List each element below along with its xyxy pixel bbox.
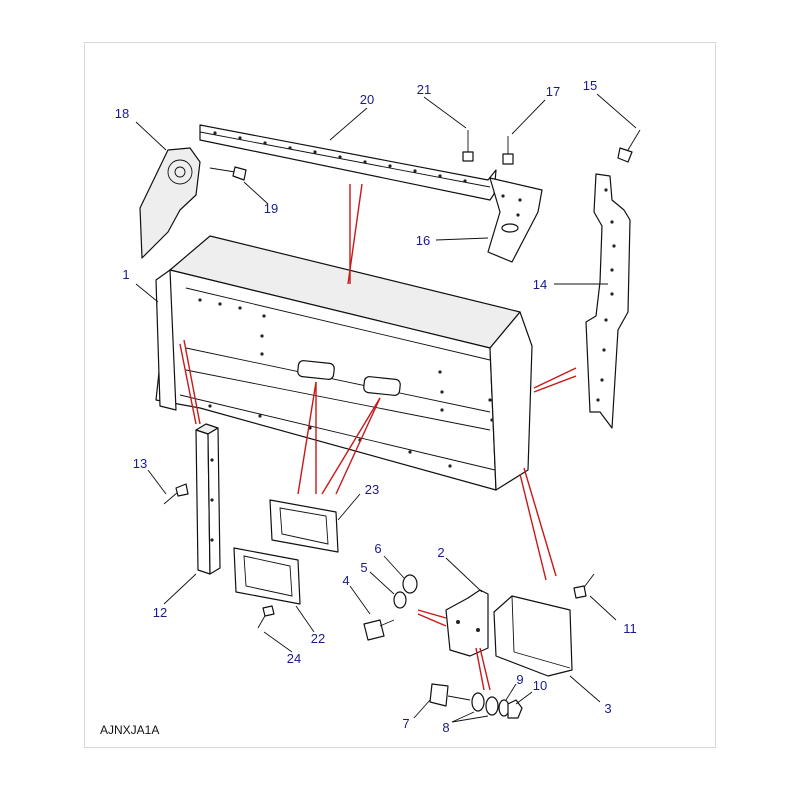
label-part-19: 19 (264, 201, 278, 216)
part-3-bracket (493, 595, 573, 677)
label-part-22: 22 (311, 631, 325, 646)
label-part-15: 15 (583, 78, 597, 93)
label-part-8: 8 (442, 720, 449, 735)
label-part-3: 3 (604, 701, 611, 716)
label-part-17: 17 (546, 84, 560, 99)
part-1-main-panel (155, 235, 533, 491)
label-part-20: 20 (360, 92, 374, 107)
label-part-21: 21 (417, 82, 431, 97)
label-part-9: 9 (516, 672, 523, 687)
part-13-bolt (163, 483, 189, 505)
label-part-6: 6 (374, 541, 381, 556)
label-part-16: 16 (416, 233, 430, 248)
part-16-corner-plate (487, 177, 543, 263)
part-2-bracket (445, 589, 489, 657)
label-part-5: 5 (360, 560, 367, 575)
label-part-23: 23 (365, 482, 379, 497)
part-14-side-strip (585, 173, 631, 429)
part-10-nut (507, 699, 523, 719)
label-part-4: 4 (342, 573, 349, 588)
label-part-2: 2 (437, 545, 444, 560)
part-6-washer (402, 574, 418, 594)
assembly-callout-lines (179, 183, 577, 691)
label-part-18: 18 (115, 106, 129, 121)
part-24-screw (257, 605, 275, 629)
part-7-bolt (429, 683, 471, 707)
label-part-13: 13 (133, 456, 147, 471)
label-part-11: 11 (623, 621, 637, 636)
part-11-bolt (573, 573, 595, 599)
label-part-10: 10 (533, 678, 547, 693)
part-12-vertical-post (195, 423, 221, 575)
part-18-left-bracket (139, 147, 201, 259)
part-5-washer (393, 591, 407, 609)
part-20-top-rail (199, 124, 497, 201)
label-part-24: 24 (287, 651, 301, 666)
part-23-gasket (269, 499, 339, 553)
label-part-14: 14 (533, 277, 547, 292)
label-part-12: 12 (153, 605, 167, 620)
part-17-bolt (502, 136, 514, 165)
label-leader-lines (135, 93, 637, 723)
part-21-bolt (462, 130, 474, 162)
drawing-code: AJNXJA1A (100, 723, 159, 737)
part-22-gasket (233, 547, 301, 605)
part-15-fastener (617, 129, 641, 163)
label-part-7: 7 (402, 716, 409, 731)
part-19-screw (209, 166, 247, 181)
label-part-1: 1 (122, 267, 129, 282)
part-4-bolt (363, 619, 395, 641)
part-8-washers (471, 692, 499, 716)
